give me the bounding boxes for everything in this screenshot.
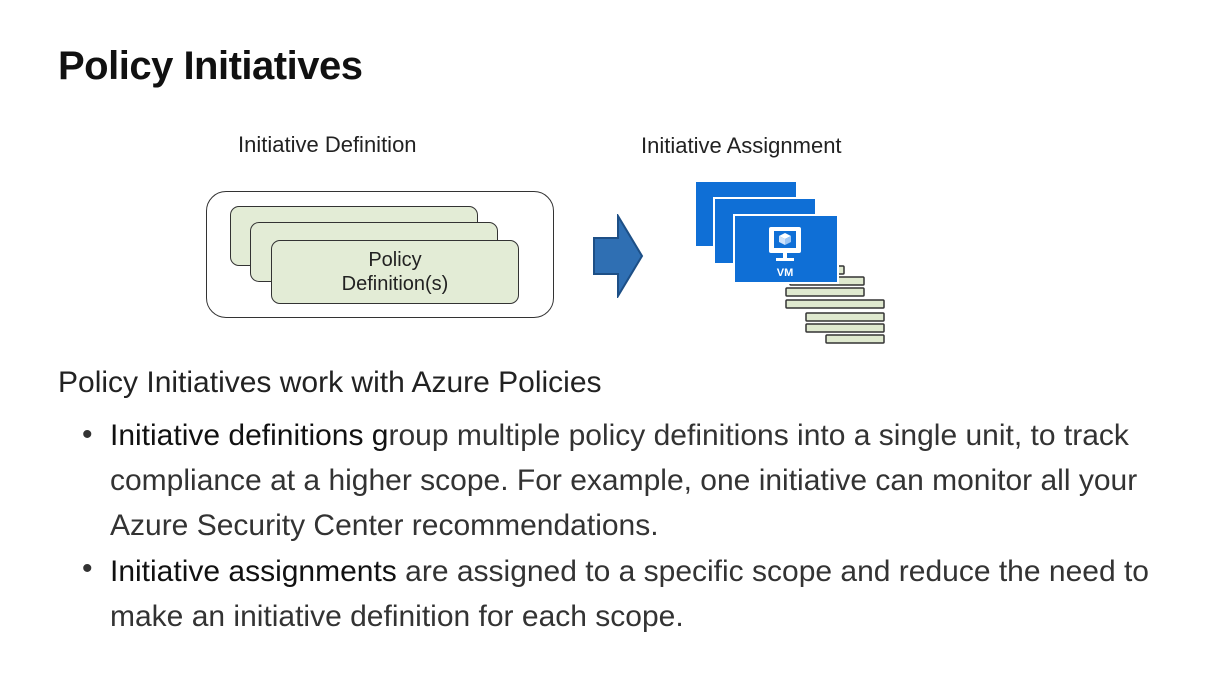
initiative-assignment-heading: Initiative Assignment <box>641 133 842 158</box>
bullet-marker: • <box>82 552 93 585</box>
bullet-body: roup multiple policy definitions into a … <box>110 419 1138 542</box>
policy-card-label-line2: Definition(s) <box>341 273 449 295</box>
initiative-assignment-illustration: VM <box>694 180 885 344</box>
vm-label: VM <box>777 267 794 279</box>
bullet-term: Initiative assignments <box>110 555 397 588</box>
policy-card-label-line1: Policy <box>368 249 422 271</box>
vm-tiles-icon: VM <box>694 180 839 284</box>
right-arrow-icon <box>593 214 644 298</box>
bullet-marker: • <box>82 418 93 451</box>
intro-line: Policy Initiatives work with Azure Polic… <box>58 366 602 399</box>
page-title: Policy Initiatives <box>58 44 363 88</box>
bullet-item-initiative-assignments: Initiative assignments are assigned to a… <box>110 549 1190 639</box>
bullet-term: Initiative definitions g <box>110 419 389 452</box>
policy-card-front: Policy Definition(s) <box>271 240 519 304</box>
bullet-item-initiative-definitions: Initiative definitions group multiple po… <box>110 413 1190 548</box>
disk-stack-icon <box>785 265 885 344</box>
initiative-definition-heading: Initiative Definition <box>238 132 417 157</box>
bullet-body: are assigned to a specific scope and red… <box>110 555 1149 633</box>
